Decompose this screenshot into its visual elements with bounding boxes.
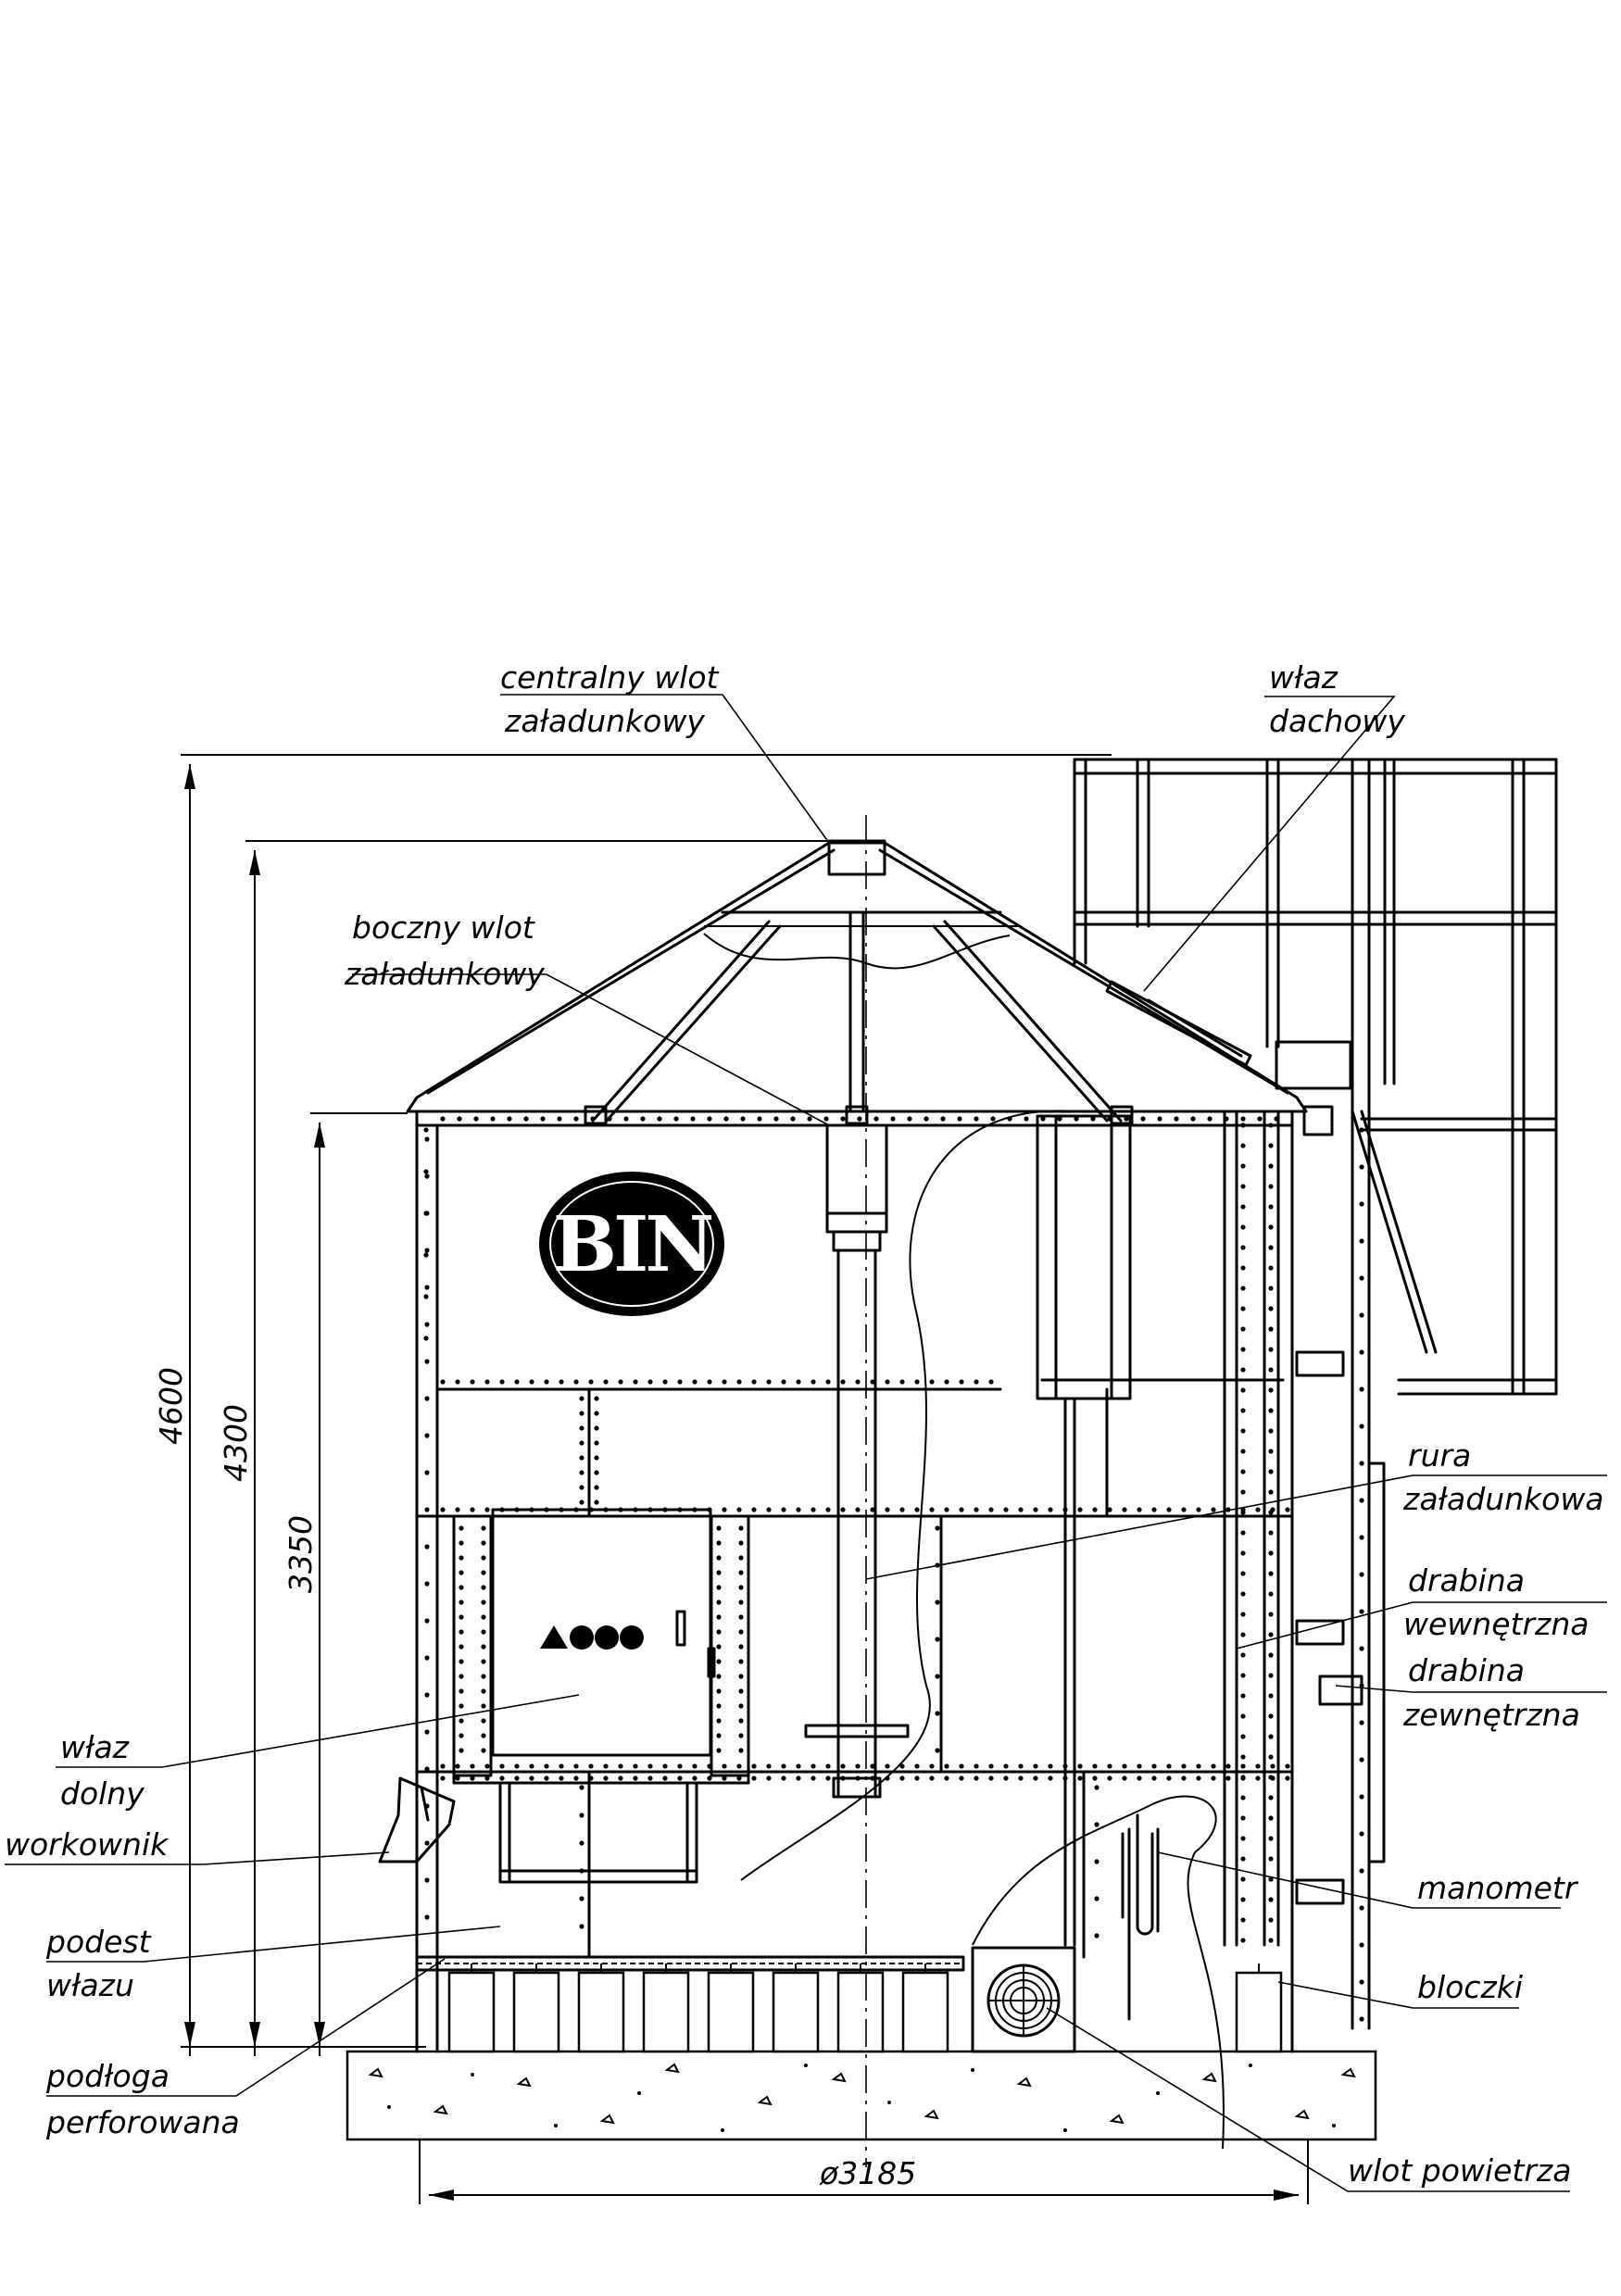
dim-diameter: ø3185	[819, 2155, 916, 2191]
label-hatch-platform-2: włazu	[46, 1967, 134, 2003]
label-bottom-hatch-2: dolny	[60, 1775, 145, 1812]
inner-platform-drawing	[1036, 1114, 1285, 1947]
dim-wall-height: 3350	[283, 1515, 319, 1593]
bagger-drawing	[378, 1776, 456, 1863]
label-inner-ladder-2: wewnętrzna	[1403, 1606, 1589, 1642]
label-perforated-floor-1: podłoga	[45, 2058, 170, 2094]
break-line-bottom	[972, 1795, 1225, 2150]
air-inlet-fan	[971, 1946, 1076, 2053]
dim-roof-height: 4300	[218, 1404, 254, 1482]
label-side-inlet-2: załadunkowy	[344, 956, 545, 992]
support-block	[447, 1971, 496, 2053]
label-manometer: manometr	[1417, 1870, 1579, 1906]
label-roof-hatch-2: dachowy	[1269, 703, 1405, 739]
support-block	[836, 1971, 885, 2053]
bin-logo: BIN	[539, 1172, 724, 1316]
support-block	[707, 1971, 755, 2053]
support-block	[1235, 1971, 1283, 2053]
label-inner-ladder-1: drabina	[1408, 1562, 1525, 1599]
bin-logo-text: BIN	[553, 1200, 712, 1289]
outer-ladder-cage	[1073, 758, 1558, 2030]
inner-ladder-drawing	[1223, 1110, 1280, 1947]
silo-roof	[406, 839, 1308, 1234]
label-perforated-floor-2: perforowana	[45, 2104, 240, 2140]
support-block	[642, 1971, 690, 2053]
label-outer-ladder-2: zewnętrzna	[1402, 1697, 1580, 1733]
support-block	[901, 1971, 949, 2053]
label-central-inlet-2: załadunkowy	[504, 703, 705, 739]
break-line-right	[740, 1110, 1075, 1881]
label-central-inlet-1: centralny wlot	[500, 659, 720, 696]
dim-total-height: 4600	[153, 1367, 189, 1445]
support-blocks	[447, 1964, 1283, 2053]
leader-lines	[5, 694, 1607, 2192]
manometer-drawing	[1121, 1813, 1160, 2021]
labels: centralny wlot załadunkowy właz dachowy …	[5, 659, 1604, 2189]
perforated-floor-plate	[415, 1955, 965, 1972]
support-block	[512, 1971, 560, 2053]
support-block	[772, 1971, 820, 2053]
label-bagger: workownik	[5, 1826, 170, 1863]
label-loading-pipe-1: rura	[1408, 1437, 1471, 1474]
label-loading-pipe-2: załadunkowa	[1402, 1481, 1604, 1517]
bottom-hatch-drawing	[452, 1508, 750, 1884]
loading-pipe-drawing	[804, 815, 910, 2167]
label-side-inlet-1: boczny wlot	[352, 910, 535, 946]
rivets	[423, 1116, 1364, 2022]
label-bottom-hatch-1: właz	[60, 1729, 130, 1765]
label-blocks: bloczki	[1417, 1969, 1523, 2005]
label-hatch-platform-1: podest	[45, 1924, 152, 1960]
label-outer-ladder-1: drabina	[1408, 1652, 1525, 1688]
label-roof-hatch-1: właz	[1269, 659, 1338, 696]
label-air-inlet: wlot powietrza	[1348, 2152, 1571, 2189]
support-block	[577, 1971, 625, 2053]
